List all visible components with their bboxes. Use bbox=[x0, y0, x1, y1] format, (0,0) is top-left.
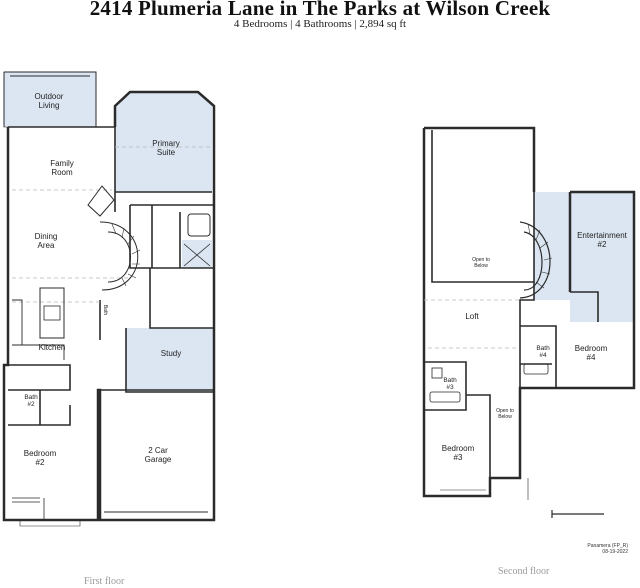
open-to-below-frame bbox=[431, 130, 534, 283]
plan-code-date: 08-19-2022 bbox=[602, 549, 628, 555]
label-entertainment2: Entertainment#2 bbox=[577, 231, 628, 249]
study-highlight bbox=[126, 328, 214, 392]
second-floor-stair bbox=[519, 221, 551, 299]
label-loft: Loft bbox=[465, 312, 479, 321]
label-kitchen: Kitchen bbox=[39, 343, 66, 352]
page-subtitle: 4 Bedrooms | 4 Bathrooms | 2,894 sq ft bbox=[233, 18, 407, 30]
label-bath4: Bath#4 bbox=[536, 345, 550, 359]
first-floor-caption: First floor bbox=[84, 576, 125, 587]
kitchen-counter bbox=[12, 299, 65, 360]
first-floor-interior-walls bbox=[8, 106, 214, 426]
second-floor-plan bbox=[422, 126, 636, 518]
plan-code-name: Panamera (FP_R) bbox=[587, 543, 628, 549]
first-floor-plan bbox=[2, 71, 216, 527]
first-floor-outer-wall bbox=[2, 90, 216, 522]
page-title: 2414 Plumeria Lane in The Parks at Wilso… bbox=[89, 0, 551, 20]
label-bedroom2: Bedroom#2 bbox=[24, 449, 57, 467]
second-floor-outer-wall bbox=[422, 126, 636, 498]
label-bath2: Bath#2 bbox=[24, 394, 38, 408]
first-floor-guides bbox=[12, 146, 212, 303]
label-bedroom4: Bedroom#4 bbox=[575, 344, 608, 362]
outdoor-living-highlight bbox=[3, 71, 97, 128]
kitchen-island bbox=[39, 287, 65, 339]
fireplace bbox=[87, 185, 115, 217]
label-bedroom3: Bedroom#3 bbox=[442, 444, 475, 462]
outdoor-living-frame bbox=[3, 71, 97, 127]
second-floor-caption: Second floor bbox=[498, 566, 550, 577]
primary-suite-highlight bbox=[115, 92, 212, 192]
bathtub bbox=[187, 213, 211, 237]
label-bath-small: Bath bbox=[102, 305, 108, 316]
label-study: Study bbox=[161, 349, 181, 358]
plan-code: Panamera (FP_R) 08-19-2022 bbox=[587, 543, 628, 555]
entertainment-highlight bbox=[534, 192, 634, 322]
second-floor-interior-walls bbox=[424, 192, 599, 478]
label-bath3: Bath#3 bbox=[443, 377, 457, 391]
first-floor-stair bbox=[99, 221, 139, 291]
